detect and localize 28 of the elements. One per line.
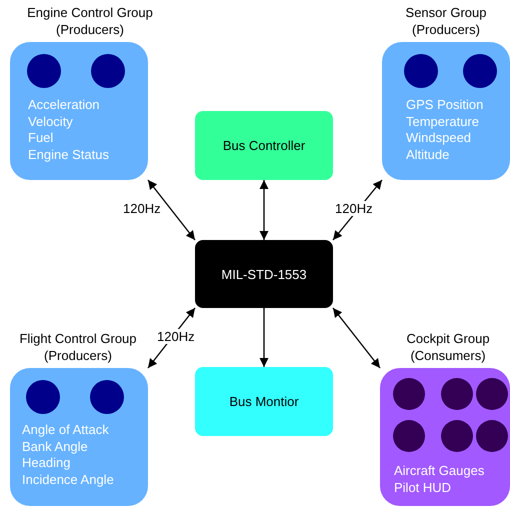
signal-name: Altitude: [406, 146, 450, 164]
signal-name: Angle of Attack: [22, 421, 109, 438]
signal-name: Windspeed: [406, 129, 472, 146]
signal-name: Heading: [22, 454, 70, 472]
bus-box: Bus Montior: [195, 367, 333, 436]
group-heading: Flight Control Group (Producers): [18, 330, 138, 364]
signal-name: Fuel: [28, 129, 54, 146]
signal-name: Incidence Angle: [22, 471, 114, 488]
edge-label: 120Hz: [156, 329, 196, 344]
arrow: [259, 180, 269, 240]
bus-box: Bus Controller: [195, 111, 333, 180]
edge-label: 120Hz: [122, 201, 162, 216]
arrow: [259, 308, 269, 367]
signal-name: Velocity: [28, 112, 73, 130]
group-heading: Cockpit Group (Consumers): [405, 330, 491, 364]
bus-box: MIL-STD-1553: [195, 240, 333, 308]
group-heading: Sensor Group (Producers): [404, 4, 488, 38]
signal-name: Engine Status: [28, 146, 109, 164]
signal-name: Pilot HUD: [394, 478, 452, 496]
arrow: [332, 308, 381, 368]
signal-name: Bank Angle: [22, 438, 88, 455]
arrow: [147, 180, 196, 240]
signal-name: Temperature: [406, 112, 479, 130]
edge-label: 120Hz: [334, 201, 374, 216]
signal-name: GPS Position: [406, 96, 484, 113]
signal-name: Acceleration: [28, 96, 100, 113]
group-heading: Engine Control Group (Producers): [26, 4, 154, 38]
signal-name: Aircraft Gauges: [394, 462, 484, 479]
